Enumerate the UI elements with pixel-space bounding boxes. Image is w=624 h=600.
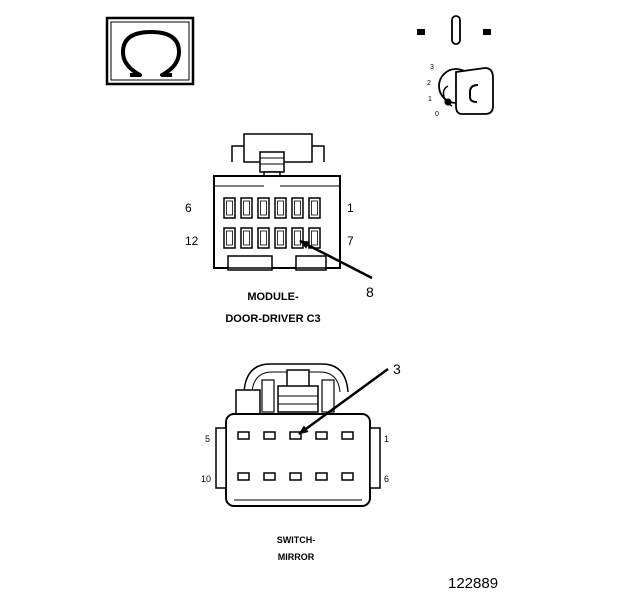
ignition-position-3: 3 bbox=[430, 64, 434, 71]
ignition-position-2: 2 bbox=[427, 80, 431, 87]
c3-pin-label-top-right: 1 bbox=[347, 201, 354, 215]
c3-pin-label-top-left: 6 bbox=[185, 201, 192, 215]
c3-pin-label-bottom-left: 12 bbox=[185, 234, 199, 248]
ignition-position-0: 0 bbox=[435, 111, 439, 118]
ohm-symbol-icon bbox=[105, 16, 195, 86]
connector-mirror-drawing bbox=[215, 363, 381, 507]
ignition-position-1: 1 bbox=[428, 96, 432, 103]
c3-connector-label-line1: MODULE- bbox=[247, 291, 299, 303]
mirror-pin-label-top-right: 1 bbox=[384, 434, 389, 444]
connector-c3-pin-row-bottom bbox=[223, 227, 321, 249]
mirror-pin-label-bottom-right: 6 bbox=[384, 474, 389, 484]
connector-mirror-pin-row-bottom bbox=[237, 472, 354, 481]
c3-connector-label-line2: DOOR-DRIVER C3 bbox=[225, 313, 320, 325]
mirror-callout-arrow bbox=[298, 367, 389, 436]
figure-number: 122889 bbox=[448, 575, 498, 592]
mirror-pin-label-top-left: 5 bbox=[205, 434, 210, 444]
ignition-key-icon bbox=[417, 15, 494, 115]
connector-c3-pin-row-top bbox=[223, 197, 321, 219]
mirror-callout-number: 3 bbox=[393, 361, 401, 377]
c3-callout-number: 8 bbox=[366, 284, 374, 300]
connector-mirror-pin-row-top bbox=[237, 431, 354, 440]
c3-pin-label-bottom-right: 7 bbox=[347, 234, 354, 248]
mirror-connector-label-line1: SWITCH- bbox=[277, 535, 316, 545]
mirror-pin-label-bottom-left: 10 bbox=[201, 474, 211, 484]
connector-c3-drawing bbox=[213, 133, 341, 271]
c3-callout-arrow bbox=[299, 239, 373, 280]
mirror-connector-label-line2: MIRROR bbox=[278, 552, 315, 562]
